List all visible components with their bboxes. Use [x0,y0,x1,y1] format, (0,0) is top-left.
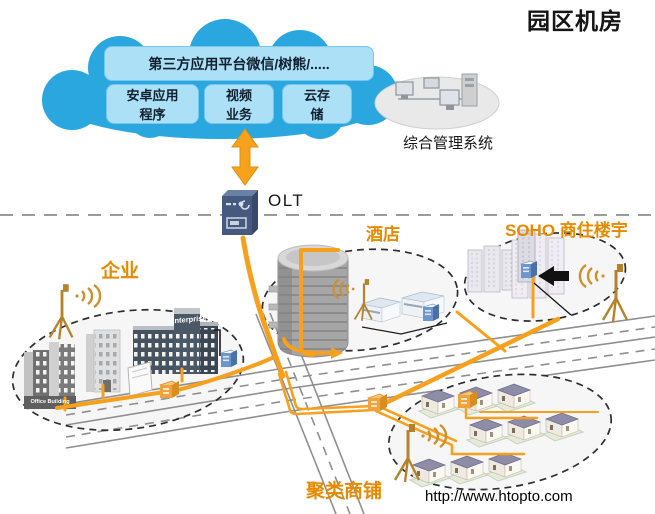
zone-label-shops: 聚类商铺 [306,481,383,502]
olt-device-icon [222,190,258,235]
enterprise-building [133,308,218,374]
zone-label-soho: SOHO 商住楼宇 [505,221,628,240]
onu-device-icon [520,260,538,279]
zone-outlines [11,232,627,491]
footer-url: http://www.htopto.com [425,488,573,505]
copper-cables [214,282,572,356]
hotel-building [268,244,349,358]
fiber-enterprise-trunk [55,356,274,410]
splitter-icon [367,393,388,412]
wireless-tower-icon [48,282,74,341]
uplink-arrow-icon [231,128,259,186]
fiber-soho-branch [455,310,507,353]
office-building [24,342,76,409]
onu-device-icon [422,303,440,322]
fiber-olt-drop [240,235,286,379]
fiber-hub-down-1 [277,372,376,416]
signal-icon [74,283,102,309]
platform-label: 第三方应用平台微信/树熊/..... [148,55,330,72]
fiber-arrowhead [331,347,343,359]
service-box-video: 视频 业务 [204,84,274,124]
fiber-hub-down-2 [284,370,376,411]
sign-panel [127,361,153,397]
fiber-soho-trunk [372,316,561,411]
zone-label-enterprise: 企业 [101,261,140,282]
management-label: 综合管理系统 [403,135,494,152]
platform-box: 第三方应用平台微信/树熊/..... [104,46,374,81]
service-box-cloudstorage: 云存 储 [282,84,352,124]
mid-office-tower [86,329,121,393]
zone-label-hotel: 酒店 [366,225,400,244]
management-computers-icon [374,73,500,130]
service-box-android: 安卓应用 程序 [106,84,199,124]
office-building-label: Office Building [30,399,70,405]
fiber-shops-a2 [378,405,458,443]
page-title: 园区机房 [527,8,623,34]
onu-device-icon [220,349,238,368]
fiber-shops-b [464,402,539,420]
pointer-arrow-icon [538,266,569,286]
fiber-elbow [282,337,333,355]
olt-label: OLT [268,191,305,210]
